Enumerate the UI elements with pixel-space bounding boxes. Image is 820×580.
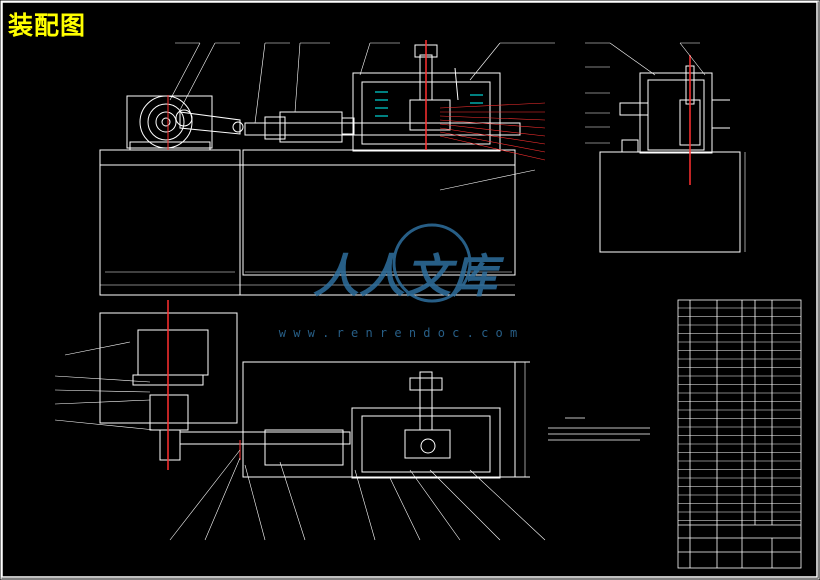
- parts-list-rows: [678, 307, 801, 521]
- side-view: [585, 42, 746, 253]
- parts-list: [677, 299, 802, 569]
- watermark-url: w w w . r e n r e n d o c . c o m: [279, 326, 517, 340]
- motor: [126, 95, 213, 151]
- watermark-text: 人人文库: [313, 249, 505, 303]
- watermark: 人人文库 w w w . r e n r e n d o c . c o m: [279, 223, 517, 340]
- front-view: [99, 40, 555, 296]
- drawing-title: 装配图: [8, 11, 87, 40]
- plan-view: [54, 300, 650, 541]
